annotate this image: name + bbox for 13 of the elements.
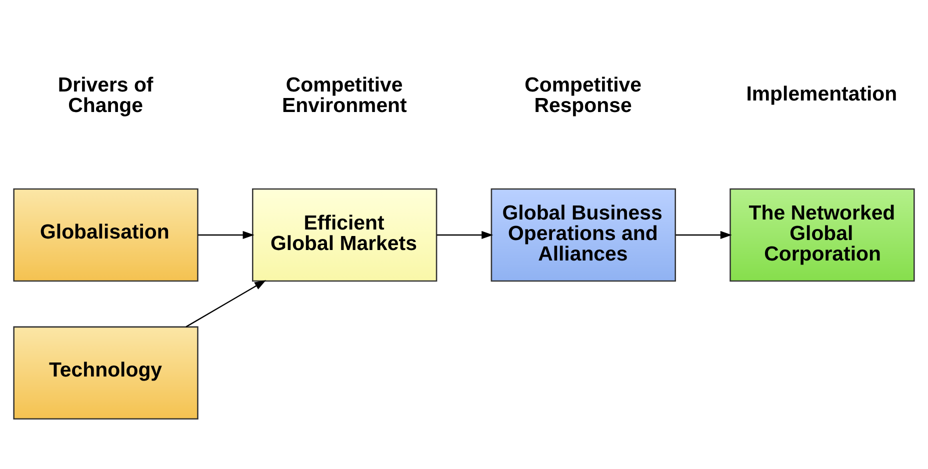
label: Implementation (746, 83, 898, 106)
label: Competitive Environment (282, 74, 407, 117)
node-box: Technology (13, 326, 198, 420)
label: Drivers of Change (58, 74, 154, 117)
arrow (676, 230, 732, 239)
label: Competitive Response (524, 74, 642, 117)
node-box: Global Business Operations and Alliances (490, 188, 676, 282)
arrow (436, 230, 494, 239)
node-box: Globalisation (13, 188, 198, 282)
arrow (186, 280, 266, 327)
node-box: Efficient Global Markets (252, 188, 438, 282)
node-box: The Networked Global Corporation (730, 188, 915, 282)
arrow (198, 230, 254, 239)
